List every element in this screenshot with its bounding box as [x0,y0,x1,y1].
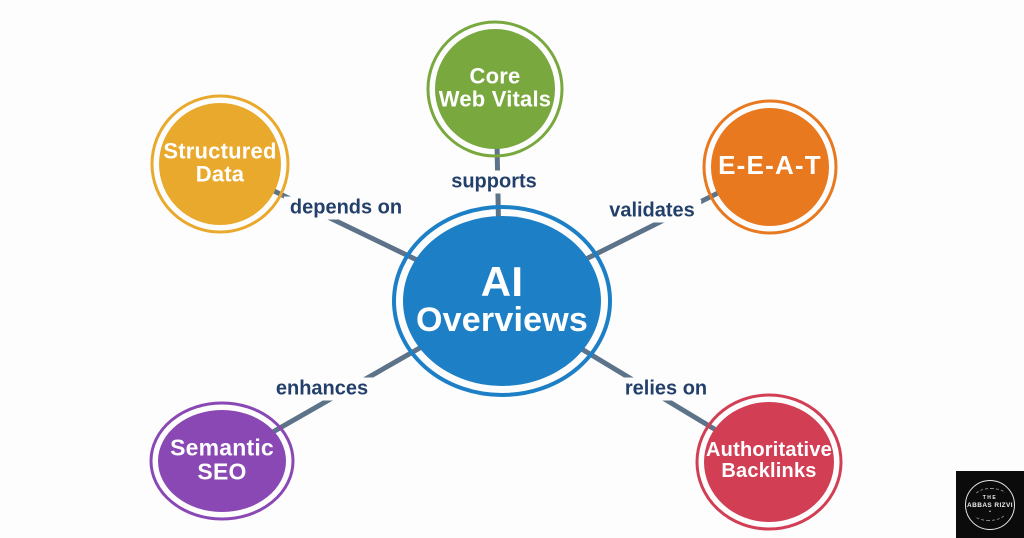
node-ring-ai-overviews [392,205,612,397]
node-label-eeat: E-E-A-T [718,152,822,180]
edge-label-depends-on: depends on [283,196,409,220]
node-label-line: SEO [197,459,247,485]
watermark-abbas-rizvi: THE ABBAS RIZVI • [956,471,1024,538]
badge-arc-bottom [975,515,1005,521]
node-disc-eeat [711,108,829,226]
node-disc-core-web-vitals [435,29,555,149]
watermark-dot: • [989,509,991,515]
node-ring-eeat [702,99,838,235]
edge-label-supports: supports [445,170,543,194]
node-label-ai-overviews: AI Overviews [416,260,588,338]
edge-label-validates: validates [603,199,701,223]
node-ai-overviews [392,205,612,397]
watermark-badge: THE ABBAS RIZVI • [965,479,1015,530]
watermark-name: ABBAS RIZVI [967,502,1013,509]
edge-label-enhances: enhances [269,377,375,401]
node-label-line: Data [195,162,245,187]
node-ring-structured-data [150,94,290,234]
edge-label-relies-on: relies on [618,377,714,401]
node-disc-ai-overviews [403,216,601,386]
node-disc-semantic-seo [158,410,286,512]
node-semantic-seo [149,401,295,521]
node-label-core-web-vitals: Core Web Vitals [438,63,552,112]
node-authoritative-backlinks [695,393,843,531]
node-label-line: Overviews [416,300,588,339]
node-label-line: Semantic [170,434,274,461]
node-label-line: AI [480,258,524,306]
node-label-structured-data: Structured Data [163,138,277,187]
node-disc-authoritative-backlinks [704,402,834,522]
node-ring-core-web-vitals [426,20,564,158]
node-ring-semantic-seo [149,401,295,521]
node-ring-authoritative-backlinks [695,393,843,531]
node-label-line: Web Vitals [438,87,552,112]
node-label-line: Authoritative [706,438,832,461]
node-label-line: Structured [163,138,277,164]
node-disc-structured-data [159,103,281,225]
node-label-semantic-seo: Semantic SEO [170,434,274,485]
node-label-authoritative-backlinks: Authoritative Backlinks [706,438,832,482]
node-label-line: E-E-A-T [718,150,822,181]
watermark-the: THE [982,495,998,501]
node-eeat [702,99,838,235]
badge-arc-top [975,488,1005,494]
node-label-line: Backlinks [721,460,817,482]
node-label-line: Core [469,63,521,89]
node-structured-data [150,94,290,234]
node-core-web-vitals [426,20,564,158]
